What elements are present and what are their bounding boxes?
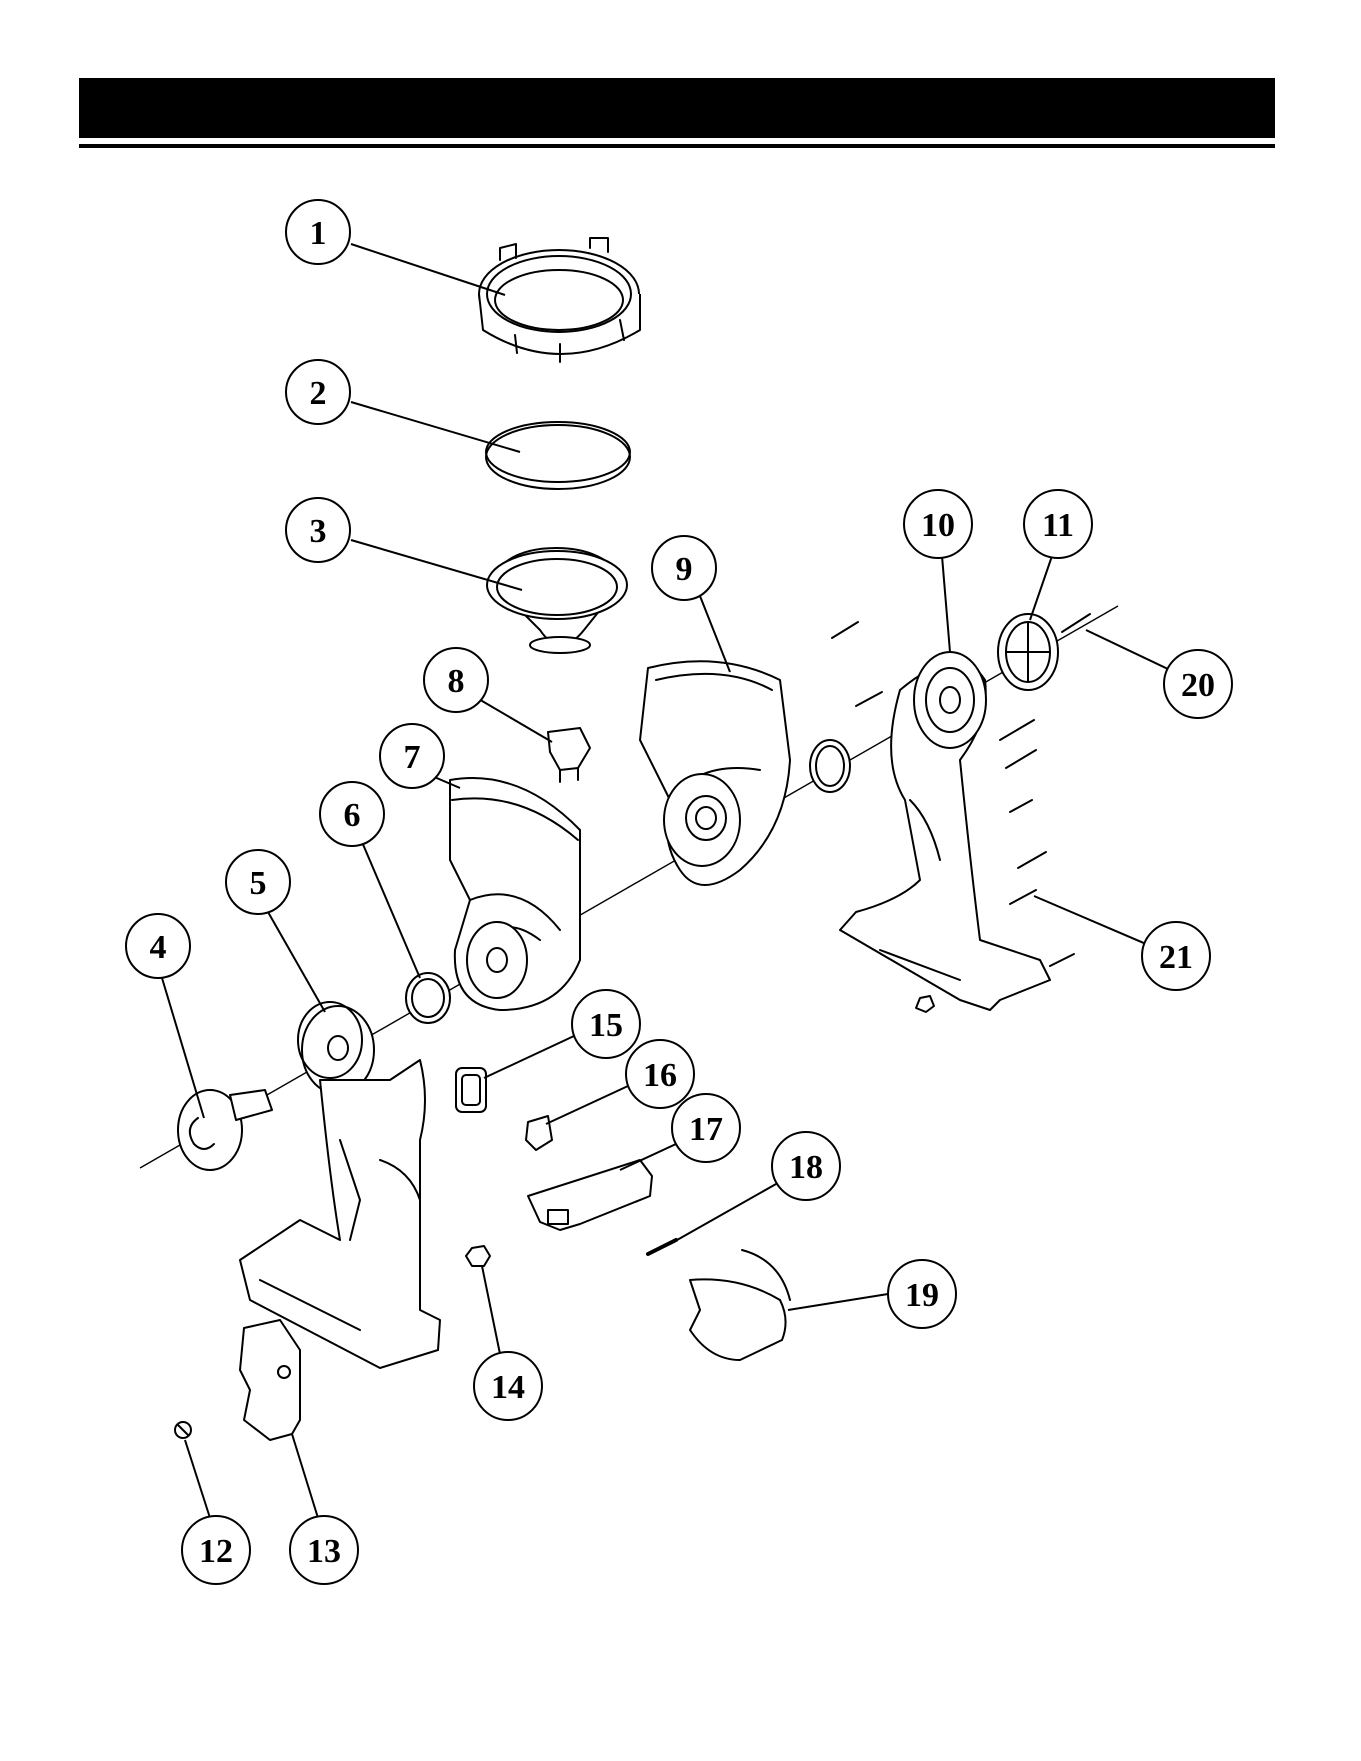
- callout-label-21: 21: [1159, 939, 1193, 976]
- callout-label-13: 13: [307, 1533, 341, 1570]
- callout-label-8: 8: [448, 663, 465, 700]
- callout-label-3: 3: [310, 513, 327, 550]
- callout-label-4: 4: [150, 929, 167, 966]
- callout-label-15: 15: [589, 1007, 623, 1044]
- part-small-clip: [548, 728, 590, 782]
- leader-line-8: [477, 698, 552, 742]
- part-rear-housing: [640, 661, 790, 885]
- part-front-housing: [450, 778, 580, 1010]
- part-right-handle: [840, 652, 1050, 1010]
- leader-line-21: [1034, 896, 1146, 944]
- callout-label-1: 1: [310, 215, 327, 252]
- callout-label-11: 11: [1042, 507, 1074, 544]
- leader-line-1: [351, 244, 505, 295]
- callout-label-10: 10: [921, 507, 955, 544]
- part-reflector: [487, 548, 627, 653]
- leader-line-17: [620, 1144, 676, 1170]
- callout-label-16: 16: [643, 1057, 677, 1094]
- callout-label-7: 7: [404, 739, 421, 776]
- callout-label-9: 9: [676, 551, 693, 588]
- part-small-screw: [175, 1422, 191, 1438]
- part-small-switch: [526, 1116, 552, 1150]
- leader-line-13: [292, 1434, 318, 1518]
- leader-line-6: [362, 842, 420, 978]
- leader-line-5: [268, 912, 325, 1012]
- leader-line-10: [942, 556, 950, 652]
- leader-line-3: [351, 540, 522, 590]
- callout-label-12: 12: [199, 1533, 233, 1570]
- leader-line-2: [351, 402, 520, 452]
- callout-label-14: 14: [491, 1369, 525, 1406]
- callout-label-5: 5: [250, 865, 267, 902]
- leader-line-19: [788, 1294, 888, 1310]
- part-switch-bracket: [528, 1160, 652, 1230]
- leader-line-11: [1030, 556, 1052, 620]
- callout-label-20: 20: [1181, 667, 1215, 704]
- leader-line-15: [484, 1036, 574, 1078]
- part-collar-ring: [479, 238, 640, 362]
- part-retaining-clip: [178, 1090, 272, 1170]
- leader-line-12: [185, 1440, 210, 1518]
- part-lens-disc: [486, 422, 630, 489]
- leader-line-16: [546, 1086, 628, 1124]
- callout-label-6: 6: [344, 797, 361, 834]
- callout-label-2: 2: [310, 375, 327, 412]
- part-belt-clip: [690, 1250, 790, 1360]
- callout-label-18: 18: [789, 1149, 823, 1186]
- part-contact-plate: [240, 1320, 300, 1440]
- leader-line-20: [1086, 630, 1170, 670]
- leader-line-14: [482, 1266, 500, 1354]
- callout-label-17: 17: [689, 1111, 723, 1148]
- part-switch-knob: [998, 614, 1058, 690]
- part-switch-cover: [456, 1068, 486, 1112]
- leader-line-4: [162, 978, 204, 1118]
- callout-label-19: 19: [905, 1277, 939, 1314]
- leader-line-18: [670, 1184, 776, 1244]
- part-nut: [466, 1246, 490, 1266]
